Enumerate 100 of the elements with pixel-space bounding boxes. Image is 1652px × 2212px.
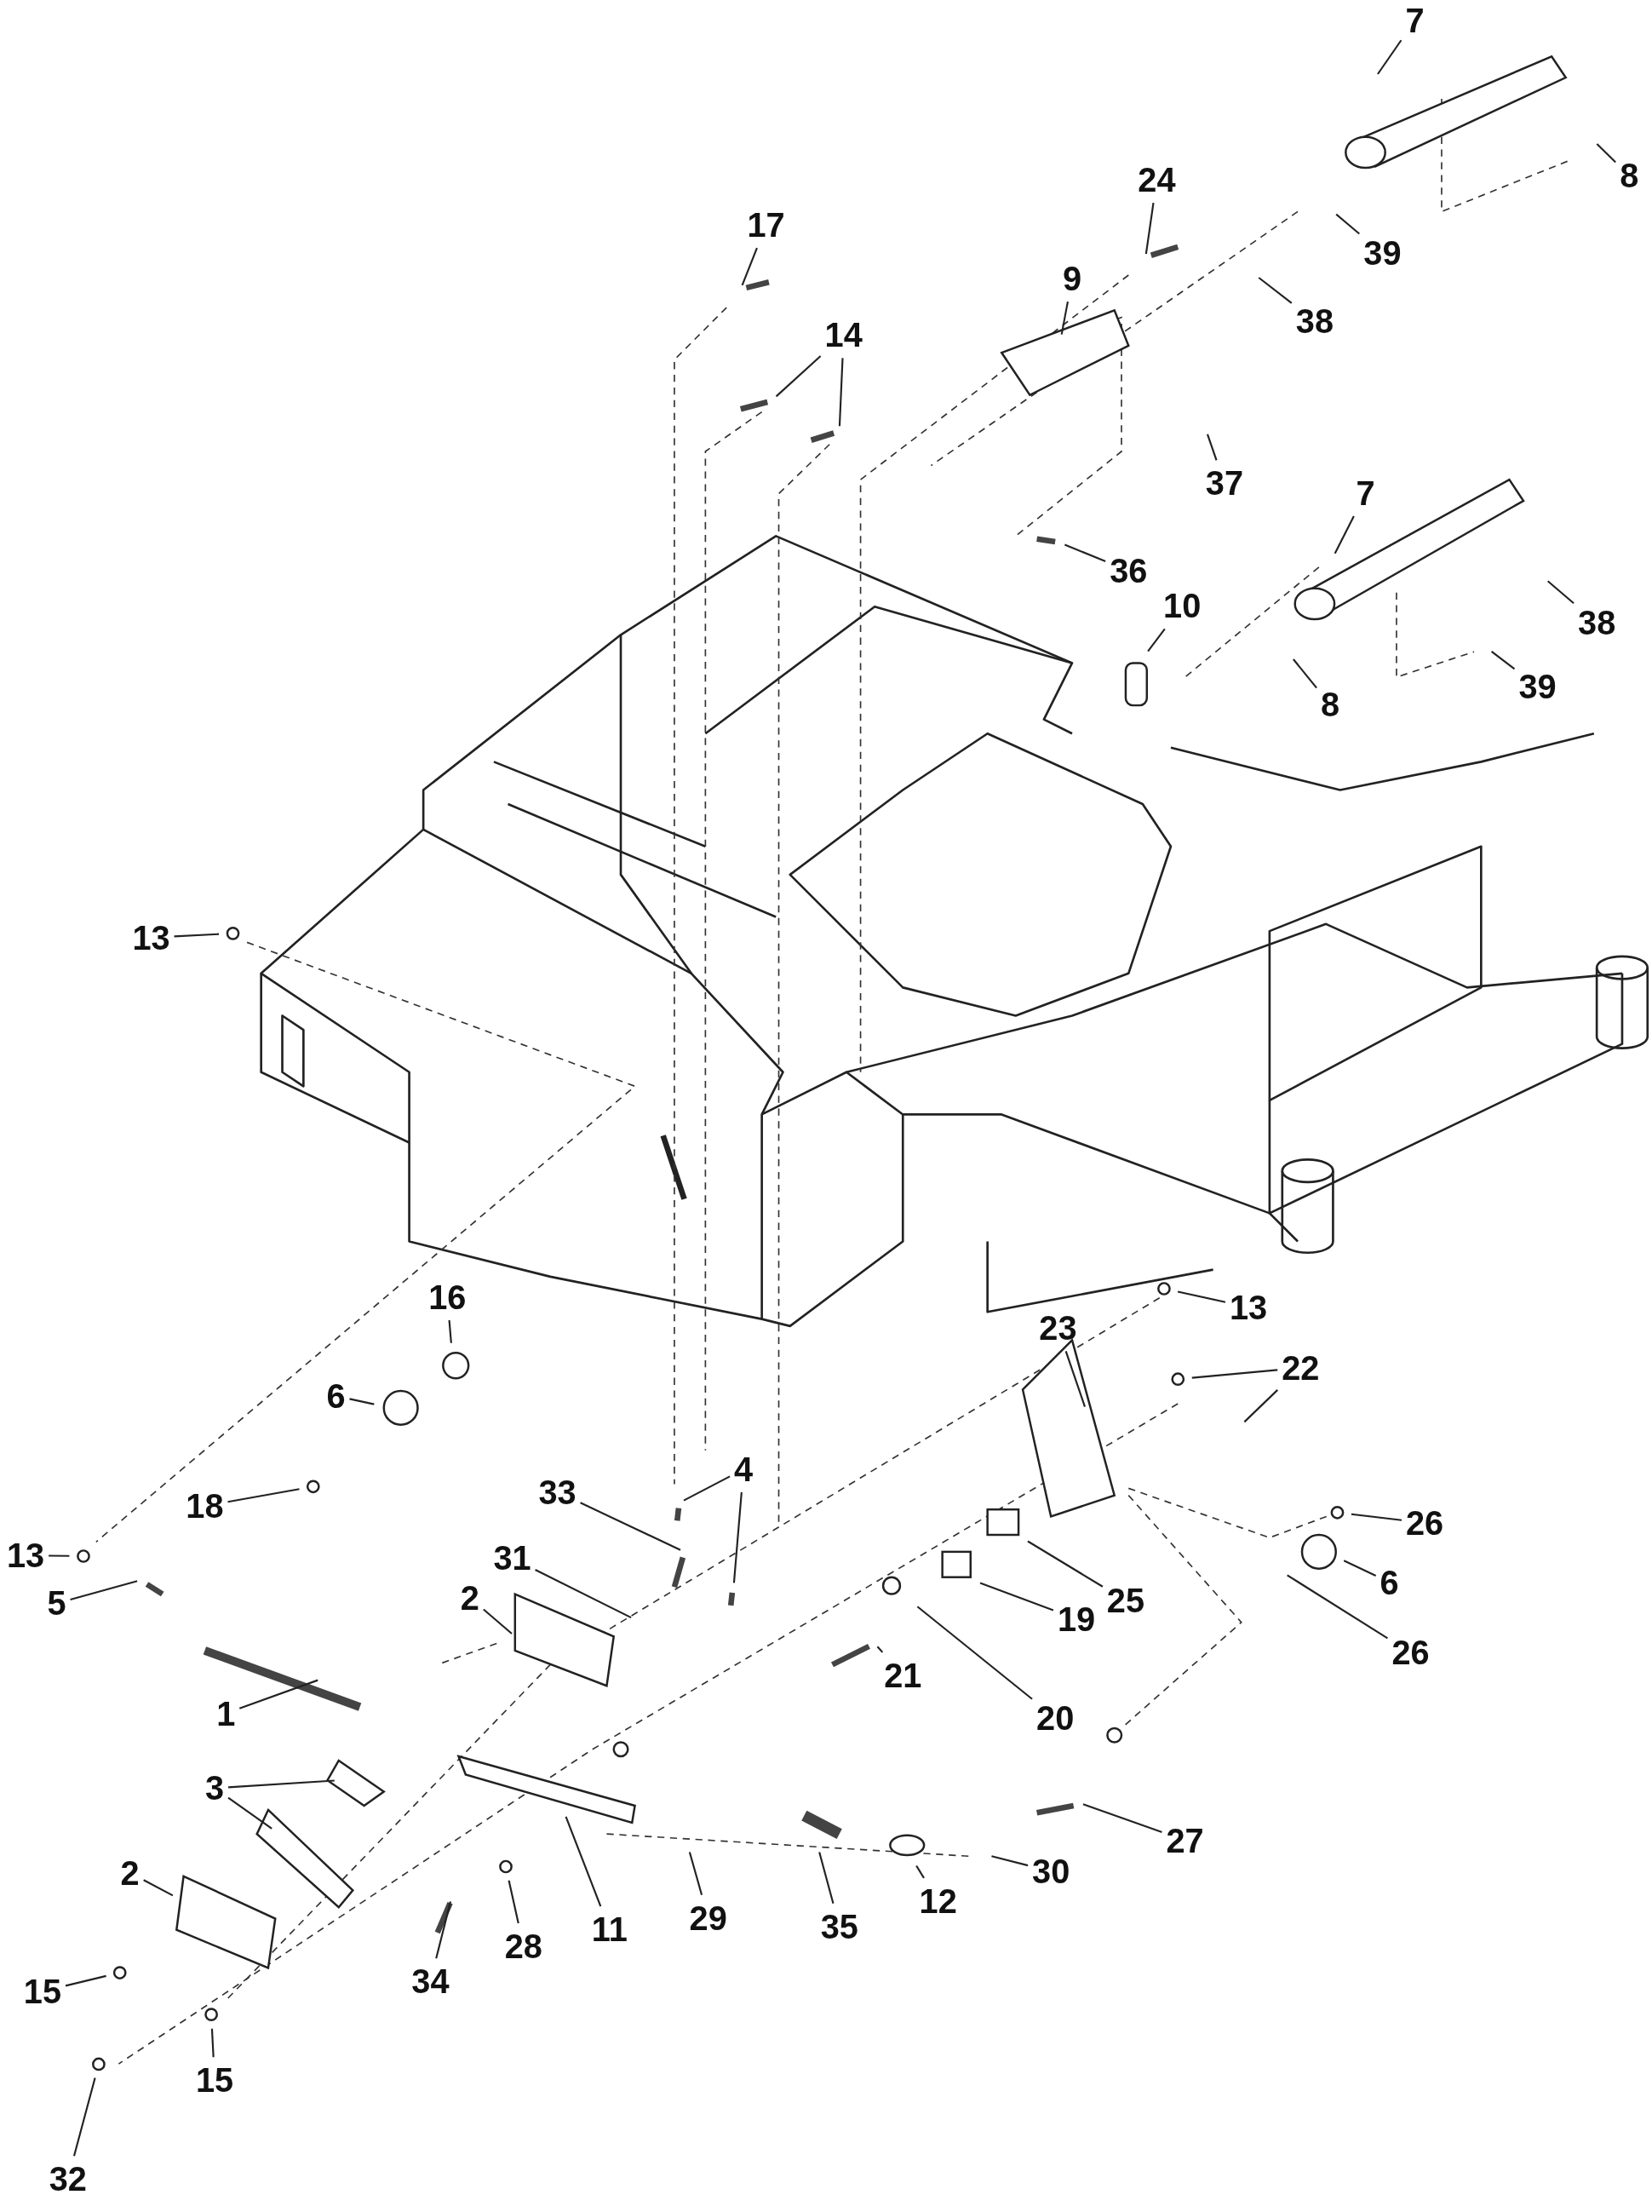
callout-number: 28 xyxy=(504,1927,542,1965)
callout-number: 18 xyxy=(186,1487,224,1525)
callout-number: 16 xyxy=(428,1278,467,1316)
leader-line xyxy=(1060,301,1069,335)
leader-line xyxy=(915,1864,925,1879)
callout-number: 8 xyxy=(1321,686,1340,724)
leader-line xyxy=(818,1852,835,1904)
callout-number: 10 xyxy=(1163,587,1202,625)
leader-line xyxy=(1064,543,1106,562)
callout-number: 30 xyxy=(1032,1853,1070,1891)
leader-line xyxy=(143,1879,174,1897)
leader-line xyxy=(1293,658,1317,689)
callout-number: 4 xyxy=(734,1451,754,1489)
callout-number: 12 xyxy=(919,1882,957,1920)
leader-line xyxy=(70,1580,138,1601)
leader-line xyxy=(1243,1389,1278,1423)
callout-number: 5 xyxy=(47,1584,66,1623)
leader-line xyxy=(1334,515,1355,554)
leader-line xyxy=(979,1582,1054,1612)
callout-number: 15 xyxy=(23,1972,62,2010)
callout-number: 35 xyxy=(820,1907,858,1945)
leader-line xyxy=(688,1852,703,1896)
callout-number: 23 xyxy=(1039,1309,1077,1347)
leader-line xyxy=(1177,1290,1226,1303)
callout-number: 1 xyxy=(216,1694,236,1732)
callout-number: 21 xyxy=(884,1656,922,1694)
leader-line xyxy=(1027,1540,1104,1588)
callout-number: 31 xyxy=(493,1539,531,1577)
callout-number: 37 xyxy=(1205,464,1243,503)
callout-number: 34 xyxy=(411,1962,450,2001)
leader-line xyxy=(535,1568,632,1619)
leader-line xyxy=(49,1554,70,1557)
leader-line xyxy=(227,1779,335,1789)
leader-line xyxy=(1596,143,1616,164)
callout-number: 6 xyxy=(326,1376,346,1415)
leader-line xyxy=(1377,39,1402,75)
leader-line xyxy=(483,1608,513,1635)
callout-number: 24 xyxy=(1138,161,1176,199)
leader-line xyxy=(876,1646,884,1653)
callout-number: 29 xyxy=(689,1899,727,1937)
callout-number: 20 xyxy=(1036,1698,1075,1737)
callout-number: 15 xyxy=(195,2061,234,2100)
leader-line xyxy=(349,1398,375,1405)
leader-line xyxy=(435,1901,452,1959)
callout-number: 22 xyxy=(1282,1348,1320,1387)
leader-line xyxy=(1343,1560,1377,1577)
leader-line xyxy=(448,1319,452,1343)
leader-line xyxy=(238,1679,318,1709)
callout-number: 9 xyxy=(1062,260,1082,298)
callout-number: 33 xyxy=(538,1473,576,1511)
leader-line xyxy=(1144,203,1155,255)
leader-line xyxy=(580,1502,681,1551)
callout-number: 6 xyxy=(1380,1563,1399,1601)
leader-line xyxy=(1206,434,1218,461)
callout-number: 2 xyxy=(460,1578,479,1617)
callout-number: 19 xyxy=(1057,1600,1096,1638)
callout-number: 14 xyxy=(824,316,863,354)
callout-number: 32 xyxy=(49,2160,87,2198)
leader-line xyxy=(72,2077,96,2157)
callout-number: 39 xyxy=(1363,234,1402,273)
callout-number: 13 xyxy=(6,1537,45,1575)
leader-line xyxy=(1351,1513,1402,1521)
leader-line xyxy=(227,1796,272,1830)
leader-line xyxy=(775,355,822,398)
leader-line xyxy=(210,2028,215,2058)
callout-number: 26 xyxy=(1391,1634,1430,1672)
callout-number: 7 xyxy=(1356,474,1375,512)
callout-number: 17 xyxy=(747,206,785,244)
leader-line xyxy=(1546,580,1575,605)
callout-number: 38 xyxy=(1295,302,1334,340)
callout-number: 3 xyxy=(204,1769,225,1807)
callout-number: 27 xyxy=(1166,1821,1204,1859)
leader-line xyxy=(508,1880,519,1924)
leader-line xyxy=(1082,1803,1162,1834)
leader-line xyxy=(565,1816,602,1907)
leader-line xyxy=(1335,213,1360,235)
callout-number: 39 xyxy=(1518,667,1557,705)
leader-line xyxy=(916,1606,1033,1700)
callout-number: 36 xyxy=(1110,552,1148,590)
leader-line xyxy=(1191,1369,1278,1379)
leader-line xyxy=(732,1491,743,1583)
callout-number: 25 xyxy=(1106,1582,1145,1620)
leader-line xyxy=(1147,628,1166,652)
callout-number: 11 xyxy=(591,1910,628,1948)
leader-line xyxy=(741,247,758,286)
leader-line xyxy=(1258,277,1293,304)
leader-line xyxy=(65,1974,106,1987)
callout-number: 26 xyxy=(1405,1504,1444,1542)
leader-line xyxy=(1490,651,1516,670)
leader-line xyxy=(683,1475,731,1502)
leader-line xyxy=(838,358,844,427)
leader-line xyxy=(991,1855,1029,1867)
callout-number: 7 xyxy=(1405,2,1425,40)
callout-number: 38 xyxy=(1578,604,1616,642)
leader-line xyxy=(174,933,220,938)
callout-number: 2 xyxy=(120,1853,140,1892)
callout-number: 8 xyxy=(1620,157,1639,195)
leader-line xyxy=(227,1488,300,1503)
callout-number: 13 xyxy=(132,918,170,957)
leader-line xyxy=(1287,1574,1388,1640)
